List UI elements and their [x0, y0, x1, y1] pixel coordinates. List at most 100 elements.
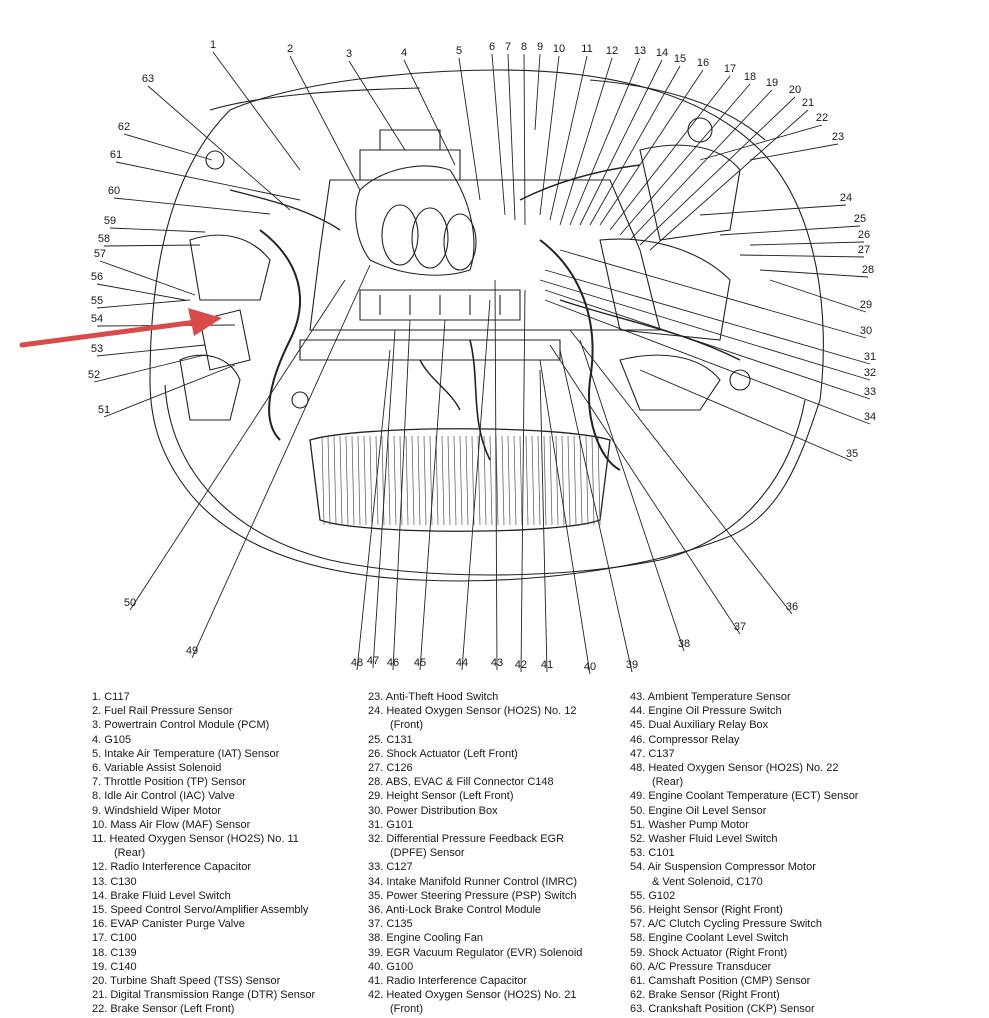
callout-number: 48 [351, 657, 363, 669]
legend-item: 13. C130 [92, 875, 137, 888]
callout-number: 4 [401, 47, 407, 59]
callout-number: 31 [864, 351, 876, 363]
callout-number: 16 [697, 57, 709, 69]
callout-number: 6 [489, 41, 495, 53]
callout-number: 26 [858, 229, 870, 241]
leader-line [549, 344, 741, 635]
legend-item: 24. Heated Oxygen Sensor (HO2S) No. 12 [368, 705, 577, 718]
callout-number: 56 [91, 271, 103, 283]
legend-item: 3. Powertrain Control Module (PCM) [92, 719, 270, 732]
legend-item: 41. Radio Interference Capacitor [368, 975, 527, 988]
callout-number: 13 [634, 45, 646, 57]
legend-item: 40. G100 [368, 960, 414, 973]
callout-number: 19 [766, 77, 778, 89]
callout-number: 58 [98, 233, 110, 245]
legend-item: 62. Brake Sensor (Right Front) [630, 989, 780, 1002]
legend-item: 31. G101 [368, 818, 414, 831]
legend-item: 50. Engine Oil Level Sensor [630, 804, 767, 817]
legend-item: 46. Compressor Relay [630, 733, 740, 746]
callout-number: 17 [724, 63, 736, 75]
engine-illustration [149, 69, 824, 582]
legend-item: 10. Mass Air Flow (MAF) Sensor [92, 818, 251, 831]
callout-number: 21 [802, 97, 814, 109]
pointer-arrow-shaft [19, 319, 199, 348]
legend-item: 53. C101 [630, 847, 675, 860]
leader-line [719, 225, 861, 236]
leader-line [544, 289, 871, 400]
callout-number: 22 [816, 112, 828, 124]
leader-line [639, 96, 796, 246]
leader-line [372, 329, 396, 669]
legend-item: 52. Washer Fluid Level Switch [630, 833, 778, 846]
callout-number: 8 [521, 41, 527, 53]
legend-item: 36. Anti-Lock Brake Control Module [368, 904, 542, 917]
leader-line [759, 269, 869, 278]
callout-number: 49 [186, 645, 198, 657]
leader-line [569, 57, 641, 226]
legend-item: 8. Idle Air Control (IAC) Valve [92, 790, 235, 803]
legend-item: 51. Washer Pump Motor [630, 818, 749, 831]
leader-line [96, 299, 191, 309]
leader-line [739, 254, 865, 258]
callout-number: 51 [98, 404, 110, 416]
leader-line [559, 57, 613, 226]
leader-line [96, 283, 186, 301]
callout-number: 12 [606, 45, 618, 57]
legend-item: 42. Heated Oxygen Sensor (HO2S) No. 21 [368, 989, 577, 1002]
leader-line [115, 161, 301, 201]
leader-line [93, 354, 206, 383]
callout-number: 55 [91, 295, 103, 307]
legend-item: 30. Power Distribution Box [368, 804, 498, 817]
callout-number: 15 [674, 53, 686, 65]
leader-line [392, 319, 411, 671]
legend-item: 2. Fuel Rail Pressure Sensor [92, 705, 233, 718]
legend-item: 9. Windshield Wiper Motor [92, 804, 221, 817]
leader-line [629, 89, 773, 241]
leader-line [109, 227, 206, 233]
callout-number: 54 [91, 313, 103, 325]
legend-item: 22. Brake Sensor (Left Front) [92, 1003, 235, 1016]
leader-line [99, 260, 196, 296]
legend-item: 25. C131 [368, 733, 413, 746]
leader-line [419, 319, 446, 671]
leader-line [461, 299, 491, 671]
callout-number: 42 [515, 659, 527, 671]
legend-item: 21. Digital Transmission Range (DTR) Sen… [92, 989, 316, 1002]
leader-line [539, 359, 591, 675]
callout-number: 32 [864, 367, 876, 379]
legend-item: (Front) [390, 719, 423, 732]
legend-item: 39. EGR Vacuum Regulator (EVR) Solenoid [368, 946, 583, 959]
leader-line [559, 249, 867, 339]
leader-line [639, 369, 853, 462]
leader-line [539, 279, 871, 381]
leader-line [749, 143, 839, 161]
legend-item: 15. Speed Control Servo/Amplifier Assemb… [92, 904, 309, 917]
callout-number: 37 [734, 621, 746, 633]
legend-item: 58. Engine Coolant Level Switch [630, 932, 789, 945]
leader-line [559, 349, 633, 673]
callout-number: 44 [456, 657, 468, 669]
legend-item: 43. Ambient Temperature Sensor [630, 691, 791, 703]
callout-number: 34 [864, 411, 876, 423]
leader-line [544, 269, 871, 365]
red-pointer-arrow [19, 308, 222, 348]
legend-item: 55. G102 [630, 889, 676, 902]
callout-number: 14 [656, 47, 668, 59]
leader-line [549, 55, 588, 221]
callout-leader-lines [93, 51, 871, 675]
leader-line [458, 57, 481, 201]
leader-line [348, 60, 406, 151]
leader-line [147, 85, 291, 211]
callout-number: 3 [346, 48, 352, 60]
callout-number: 36 [786, 601, 798, 613]
callout-number: 25 [854, 213, 866, 225]
callout-number: 39 [626, 659, 638, 671]
callout-number: 50 [124, 597, 136, 609]
leader-line [520, 289, 526, 673]
legend-item: 6. Variable Assist Solenoid [92, 762, 222, 775]
callout-number: 10 [553, 43, 565, 55]
callout-number: 11 [581, 43, 592, 55]
callout-number: 27 [858, 244, 870, 256]
